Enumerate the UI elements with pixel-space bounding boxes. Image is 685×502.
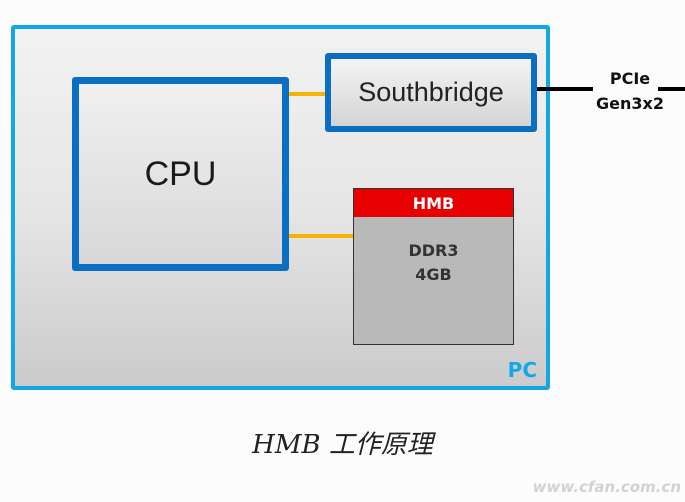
cpu-block: CPU	[72, 77, 289, 271]
southbridge-label: Southbridge	[358, 77, 504, 107]
southbridge-block: Southbridge	[325, 53, 537, 132]
memory-block: HMB DDR3 4GB	[353, 188, 514, 345]
pc-label: PC	[507, 358, 537, 382]
watermark: www.cfan.com.cn	[532, 478, 681, 496]
cpu-southbridge-connector	[289, 92, 325, 96]
diagram-caption: HMB 工作原理	[252, 430, 433, 460]
memory-spec: DDR3 4GB	[354, 239, 513, 287]
cpu-memory-connector	[289, 234, 353, 238]
memory-size: 4GB	[415, 265, 452, 284]
pcie-name: PCIe	[609, 69, 651, 88]
pcie-label: PCIe Gen3x2	[590, 66, 670, 116]
hmb-header: HMB	[354, 189, 513, 217]
memory-type: DDR3	[408, 241, 459, 260]
pcie-lanes: Gen3x2	[596, 94, 664, 113]
cpu-label: CPU	[144, 154, 217, 193]
pcie-bus-right	[658, 87, 685, 91]
pcie-bus-left	[537, 87, 593, 91]
